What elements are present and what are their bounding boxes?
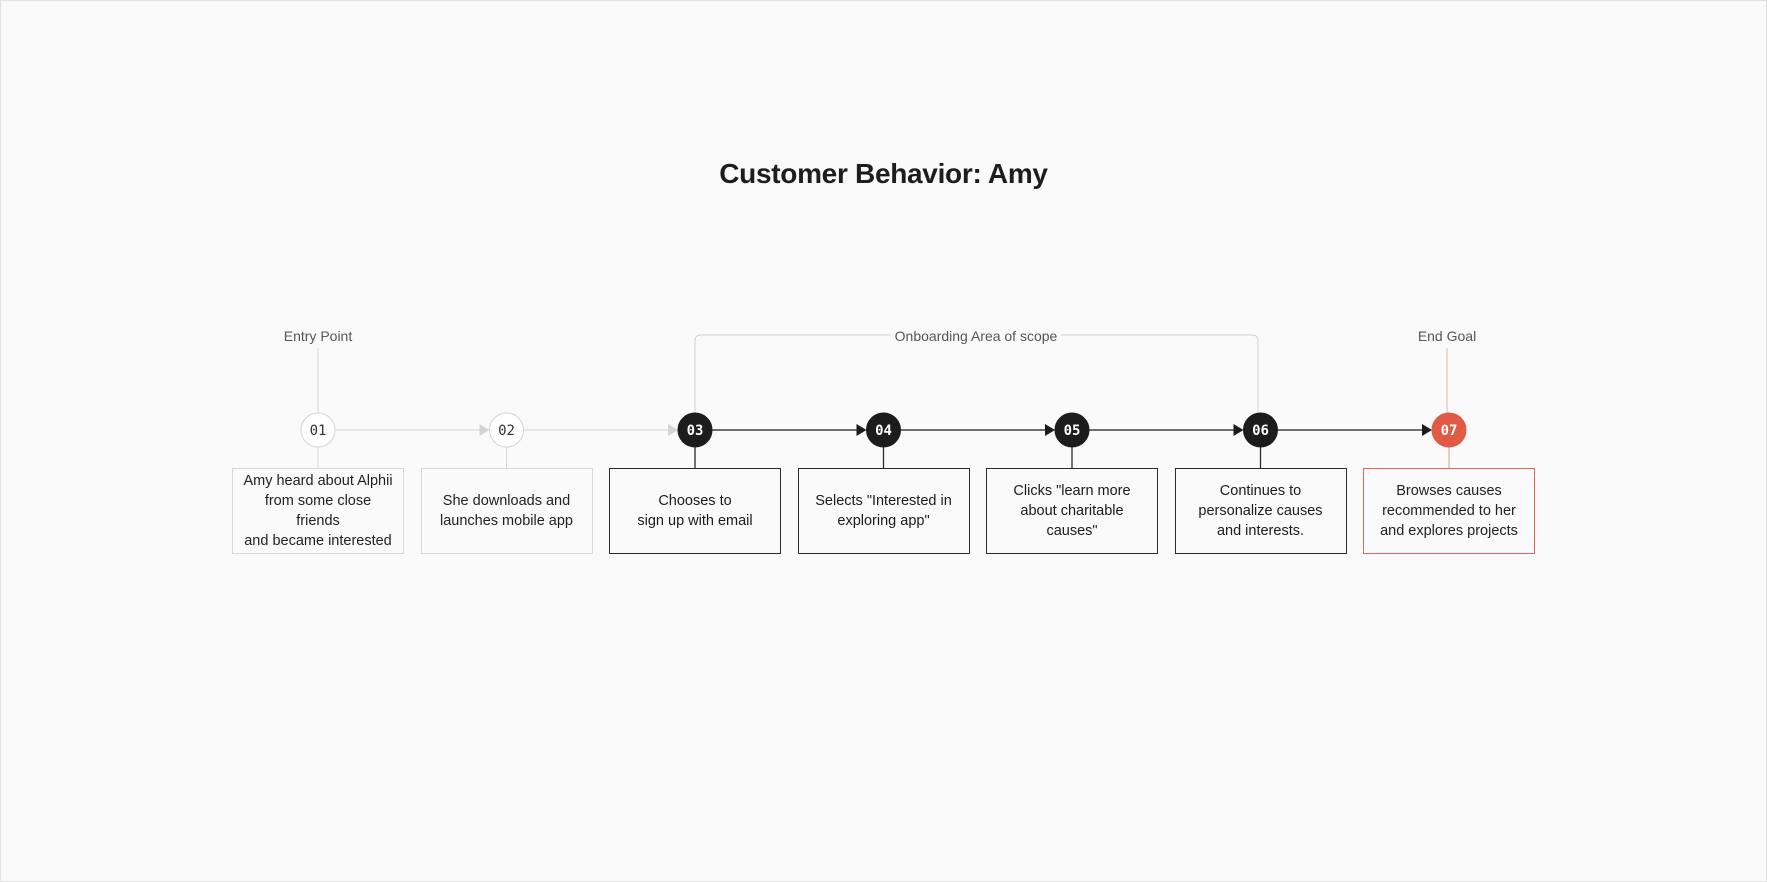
step-node-04 xyxy=(866,412,901,448)
step-node-01 xyxy=(300,412,336,448)
step-card-01: Amy heard about Alphii from some close f… xyxy=(232,468,404,554)
arrowhead-06 xyxy=(1233,424,1244,436)
page-title: Customer Behavior: Amy xyxy=(719,158,1048,189)
step-card-05: Clicks "learn more about charitable caus… xyxy=(986,468,1158,554)
step-node-05 xyxy=(1054,412,1090,448)
arrowhead-05 xyxy=(1045,424,1055,436)
step-node-06 xyxy=(1243,412,1278,448)
arrowhead-02 xyxy=(479,424,490,436)
journey-nodes: 01 02 03 04 05 06 07 xyxy=(300,412,1467,468)
step-number-06: 06 xyxy=(1252,423,1269,439)
step-number-04: 04 xyxy=(875,423,892,439)
step-card-07: Browses causes recommended to her and ex… xyxy=(1363,468,1535,554)
step-description: Amy heard about Alphii from some close f… xyxy=(243,473,393,549)
step-number-02: 02 xyxy=(498,423,515,439)
step-description: She downloads and launches mobile app xyxy=(439,493,573,529)
step-description: Chooses to sign up with email xyxy=(637,493,753,529)
journey-edges xyxy=(335,424,1432,436)
step-node-02 xyxy=(489,412,524,448)
arrowhead-07 xyxy=(1422,424,1432,436)
step-card-06: Continues to personalize causes and inte… xyxy=(1174,468,1347,554)
entry-point-label: Entry Point xyxy=(284,328,353,344)
step-card-03: Chooses to sign up with email xyxy=(609,468,781,554)
step-number-01: 01 xyxy=(310,423,327,439)
step-node-03 xyxy=(677,412,713,448)
step-description: Selects "Interested in exploring app" xyxy=(815,493,952,529)
step-number-03: 03 xyxy=(687,423,704,439)
step-card-04: Selects "Interested in exploring app" xyxy=(797,468,970,554)
step-node-07 xyxy=(1431,412,1467,448)
arrowhead-04 xyxy=(856,424,867,436)
scope-label: Onboarding Area of scope xyxy=(895,328,1058,344)
scope-bracket-right xyxy=(1061,334,1259,414)
step-description: Continues to personalize causes and inte… xyxy=(1198,483,1323,539)
end-goal-label: End Goal xyxy=(1418,328,1476,344)
step-number-07: 07 xyxy=(1441,423,1458,439)
step-description: Clicks "learn more about charitable caus… xyxy=(1013,483,1131,539)
step-card-02: She downloads and launches mobile app xyxy=(420,468,593,554)
step-description: Browses causes recommended to her and ex… xyxy=(1380,483,1518,539)
step-number-05: 05 xyxy=(1064,423,1081,439)
scope-bracket-left xyxy=(694,334,891,414)
arrowhead-03 xyxy=(668,424,678,436)
